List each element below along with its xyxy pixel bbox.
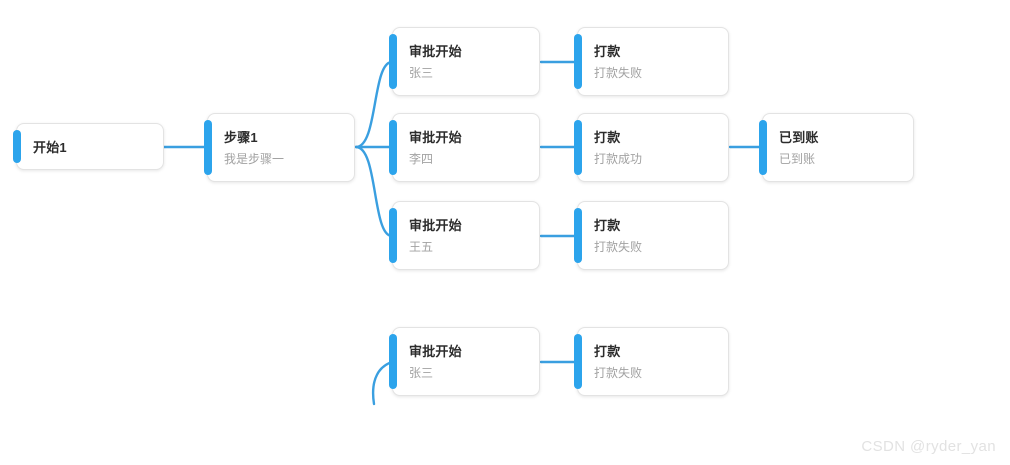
flow-node-approve_c[interactable]: 审批开始王五 bbox=[389, 201, 540, 270]
node-subtitle: 李四 bbox=[409, 151, 434, 166]
node-body: 开始1 bbox=[17, 124, 163, 169]
node-body: 审批开始李四 bbox=[393, 114, 539, 181]
node-subtitle: 打款成功 bbox=[594, 151, 643, 166]
node-subtitle: 打款失败 bbox=[594, 65, 643, 80]
node-subtitle: 张三 bbox=[409, 365, 434, 380]
node-title: 审批开始 bbox=[409, 217, 462, 233]
node-body: 审批开始张三 bbox=[393, 328, 539, 395]
flow-node-approve_d[interactable]: 审批开始张三 bbox=[389, 327, 540, 396]
node-body: 打款打款成功 bbox=[578, 114, 728, 181]
node-body: 步骤1 我是步骤一 bbox=[208, 114, 354, 181]
flow-node-arrived[interactable]: 已到账已到账 bbox=[759, 113, 914, 182]
edge-e-step1-approve_a bbox=[354, 60, 394, 149]
node-title: 已到账 bbox=[779, 129, 819, 145]
node-title: 审批开始 bbox=[409, 343, 462, 359]
flow-node-approve_a[interactable]: 审批开始张三 bbox=[389, 27, 540, 96]
node-body: 审批开始王五 bbox=[393, 202, 539, 269]
node-subtitle: 打款失败 bbox=[594, 365, 643, 380]
flow-node-pay_a[interactable]: 打款打款失败 bbox=[574, 27, 729, 96]
flow-node-pay_d[interactable]: 打款打款失败 bbox=[574, 327, 729, 396]
node-body: 已到账已到账 bbox=[763, 114, 913, 181]
node-title: 打款 bbox=[594, 43, 621, 59]
node-accent-bar bbox=[13, 130, 21, 163]
node-body: 打款打款失败 bbox=[578, 28, 728, 95]
flow-node-pay_b[interactable]: 打款打款成功 bbox=[574, 113, 729, 182]
node-subtitle: 我是步骤一 bbox=[224, 151, 285, 166]
flow-node-step1[interactable]: 步骤1 我是步骤一 bbox=[204, 113, 355, 182]
node-body: 打款打款失败 bbox=[578, 202, 728, 269]
flow-node-pay_c[interactable]: 打款打款失败 bbox=[574, 201, 729, 270]
node-title: 审批开始 bbox=[409, 43, 462, 59]
node-subtitle: 王五 bbox=[409, 239, 434, 254]
flow-node-start1[interactable]: 开始1 bbox=[13, 123, 164, 170]
node-subtitle: 已到账 bbox=[779, 151, 816, 166]
node-subtitle: 打款失败 bbox=[594, 239, 643, 254]
node-body: 审批开始张三 bbox=[393, 28, 539, 95]
node-title: 打款 bbox=[594, 129, 621, 145]
node-title: 打款 bbox=[594, 217, 621, 233]
node-title: 打款 bbox=[594, 343, 621, 359]
node-subtitle: 张三 bbox=[409, 65, 434, 80]
node-title: 步骤1 bbox=[224, 129, 258, 145]
node-title: 开始1 bbox=[33, 139, 67, 155]
watermark-text: CSDN @ryder_yan bbox=[861, 438, 996, 455]
node-body: 打款打款失败 bbox=[578, 328, 728, 395]
edge-e-step1-approve_c bbox=[354, 145, 394, 238]
flow-node-approve_b[interactable]: 审批开始李四 bbox=[389, 113, 540, 182]
node-title: 审批开始 bbox=[409, 129, 462, 145]
